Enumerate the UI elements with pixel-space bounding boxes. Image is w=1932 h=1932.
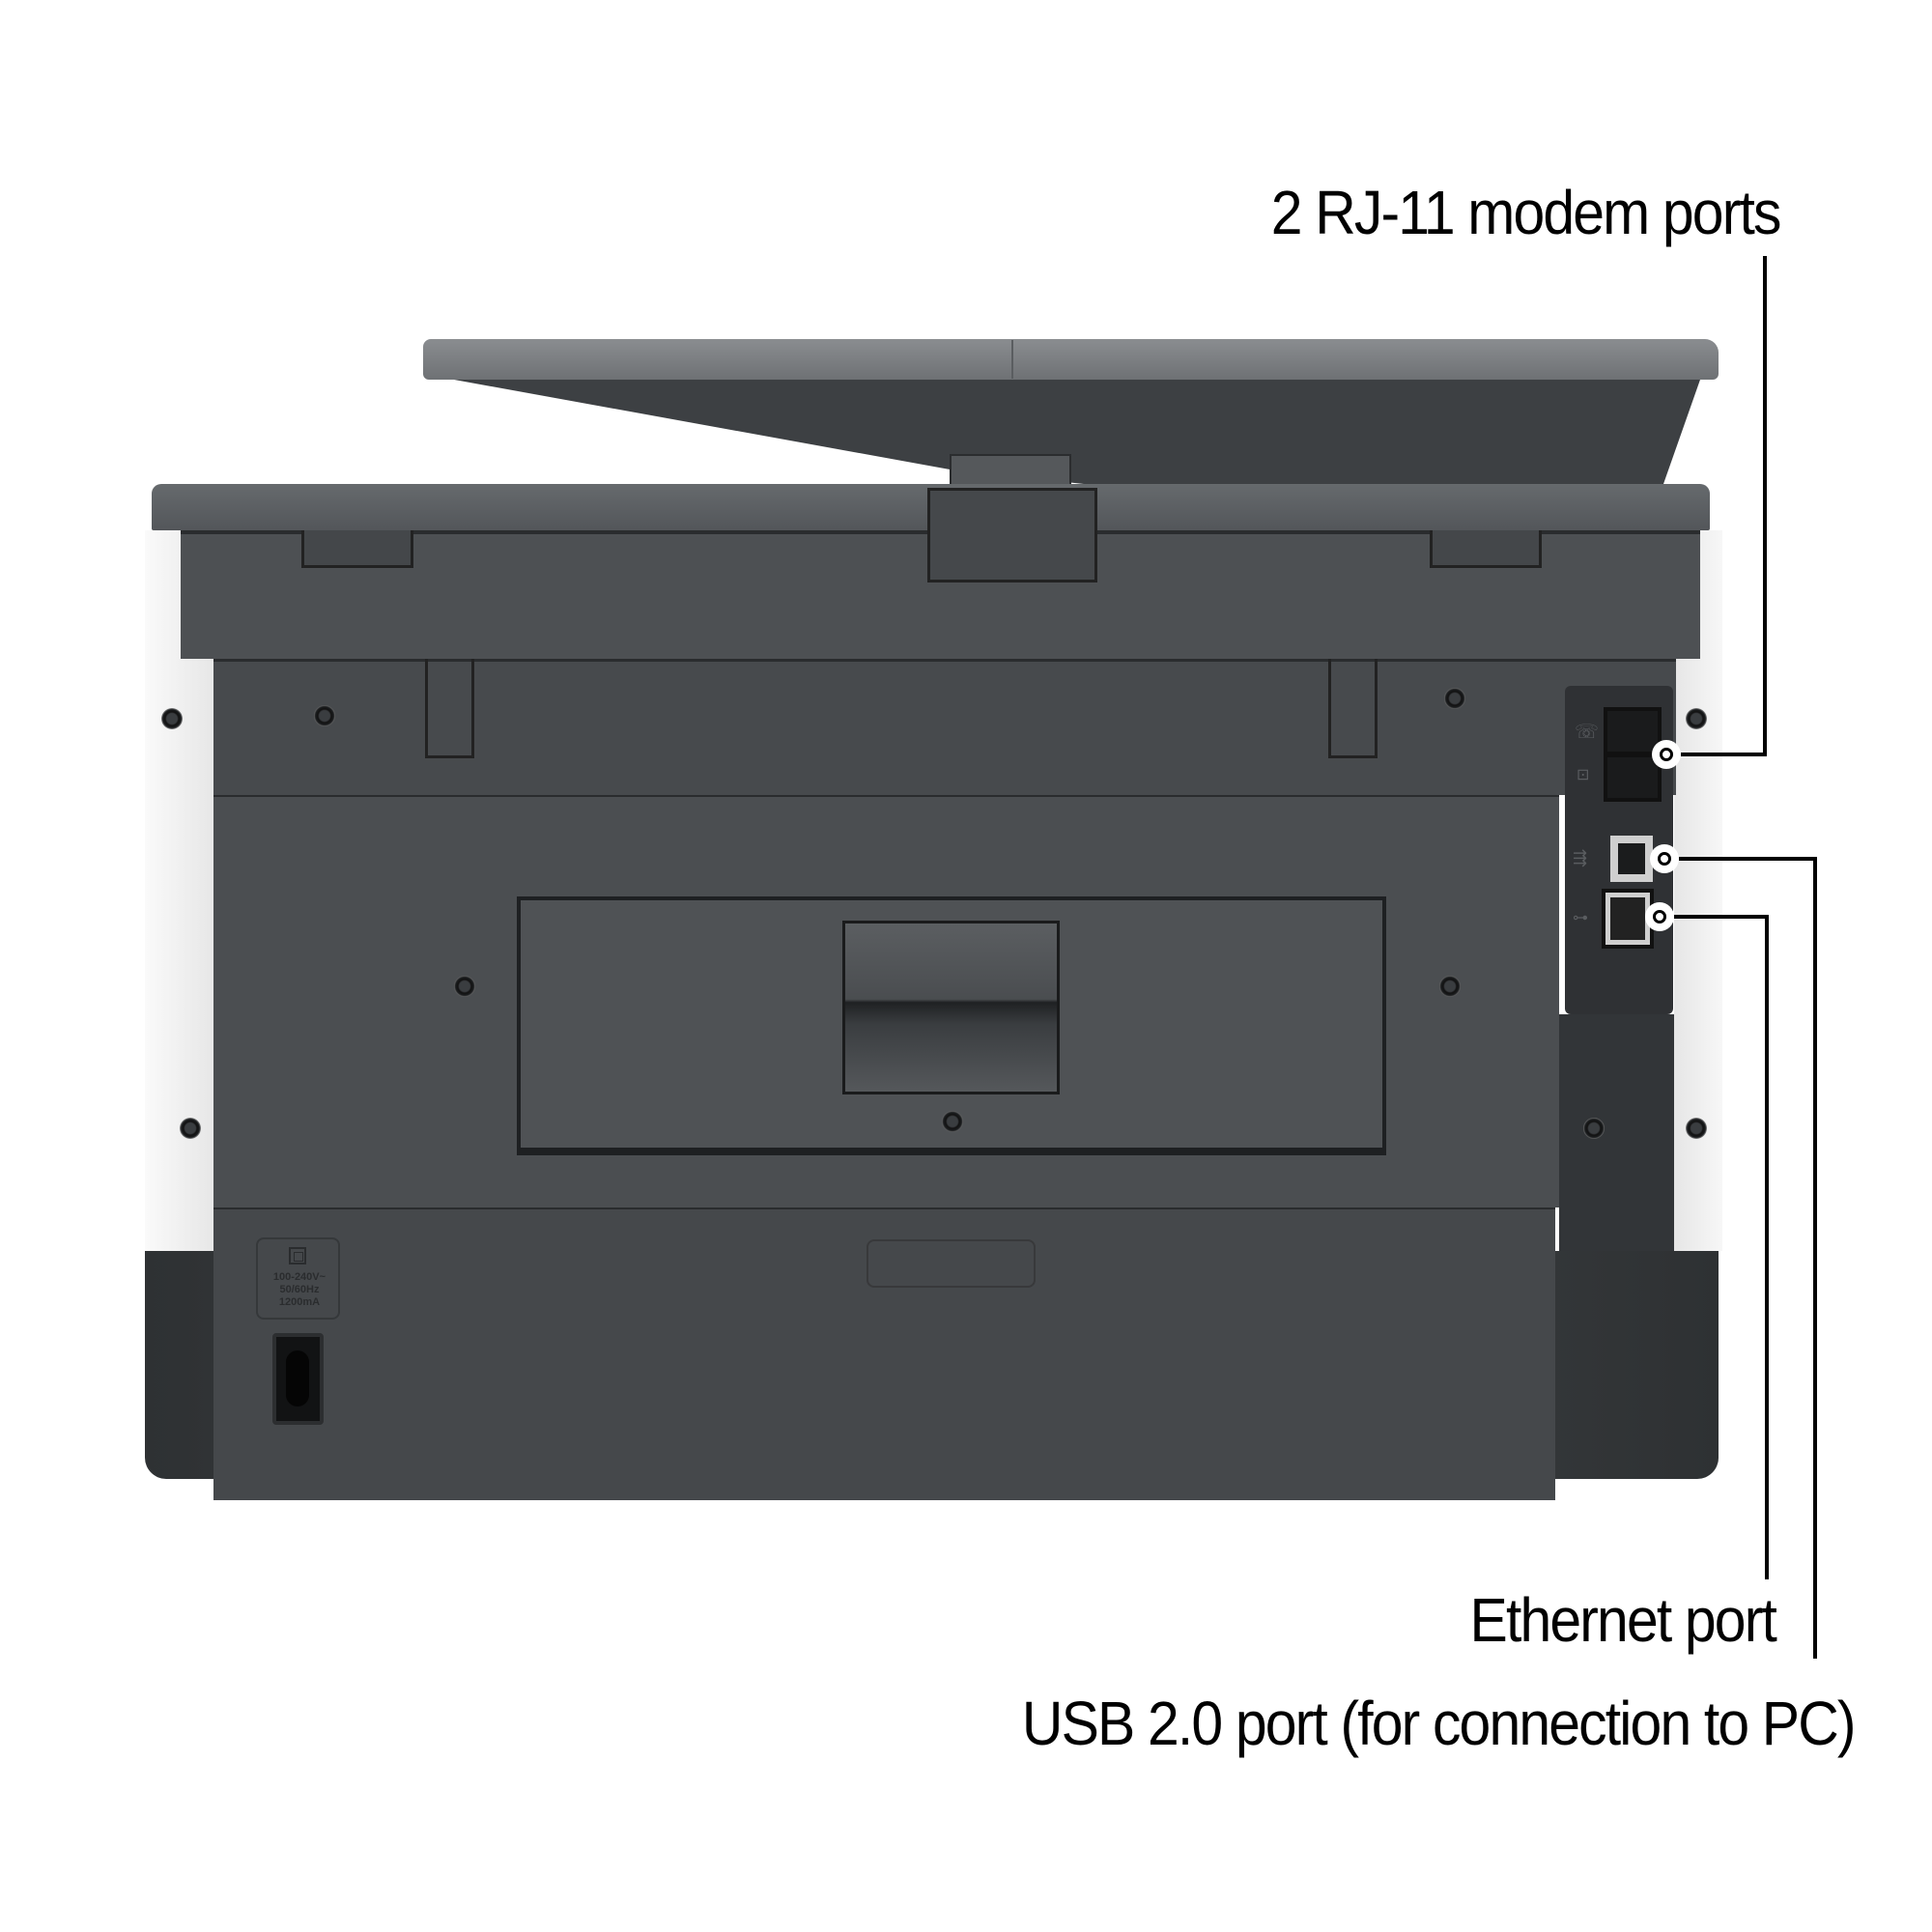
phone-icon: ☏: [1575, 722, 1600, 743]
ethernet-leader-horizontal: [1674, 915, 1769, 919]
usb-icon: ⇶: [1573, 848, 1588, 867]
usb-leader-horizontal: [1679, 857, 1817, 861]
door-latch[interactable]: [842, 921, 1060, 1094]
usb-leader-vertical: [1813, 857, 1817, 1659]
usb-b-port: [1610, 836, 1653, 882]
lower-panel: [213, 1208, 1555, 1500]
screw-icon: [1686, 1118, 1707, 1139]
screw-icon: [314, 705, 335, 726]
frequency-text: 50/60Hz: [279, 1284, 320, 1295]
double-insulation-icon: [289, 1247, 306, 1264]
usb-callout-marker: [1650, 844, 1679, 873]
current-text: 1200mA: [278, 1296, 321, 1308]
power-rating-label: 100-240V~ 50/60Hz 1200mA: [256, 1237, 340, 1320]
adf-tray-seam: [1011, 340, 1013, 379]
screw-icon: [454, 976, 475, 997]
screw-icon: [942, 1111, 963, 1132]
ethernet-callout-marker: [1645, 902, 1674, 931]
rj11-port-phone: [1604, 753, 1662, 802]
middle-band: [213, 659, 1676, 795]
screw-icon: [1444, 688, 1465, 709]
bracket-right: [1328, 659, 1378, 758]
recessed-slot: [867, 1239, 1036, 1288]
bracket-left: [425, 659, 474, 758]
adf-tray-support: [454, 380, 1700, 486]
rj11-callout-marker: [1652, 740, 1681, 769]
voltage-text: 100-240V~: [272, 1271, 327, 1283]
screw-icon: [180, 1118, 201, 1139]
hinge-center: [927, 488, 1097, 582]
rj11-leader-horizontal: [1681, 753, 1767, 756]
network-icon: ⊶: [1573, 910, 1588, 926]
adf-tray: [423, 339, 1719, 380]
power-socket: [272, 1333, 324, 1425]
usb-label: USB 2.0 port (for connection to PC): [1022, 1689, 1857, 1758]
screw-icon: [1439, 976, 1461, 997]
hinge-left: [301, 530, 413, 568]
line-icon: ⊡: [1577, 767, 1590, 783]
screw-icon: [1583, 1118, 1605, 1139]
hinge-right: [1430, 530, 1542, 568]
rj11-leader-vertical: [1763, 256, 1767, 756]
screw-icon: [1686, 708, 1707, 729]
screw-icon: [161, 708, 183, 729]
rj11-label: 2 RJ-11 modem ports: [1271, 178, 1782, 247]
ethernet-label: Ethernet port: [1469, 1585, 1777, 1655]
ethernet-leader-vertical: [1765, 915, 1769, 1579]
lower-right-housing: [1559, 1014, 1674, 1251]
